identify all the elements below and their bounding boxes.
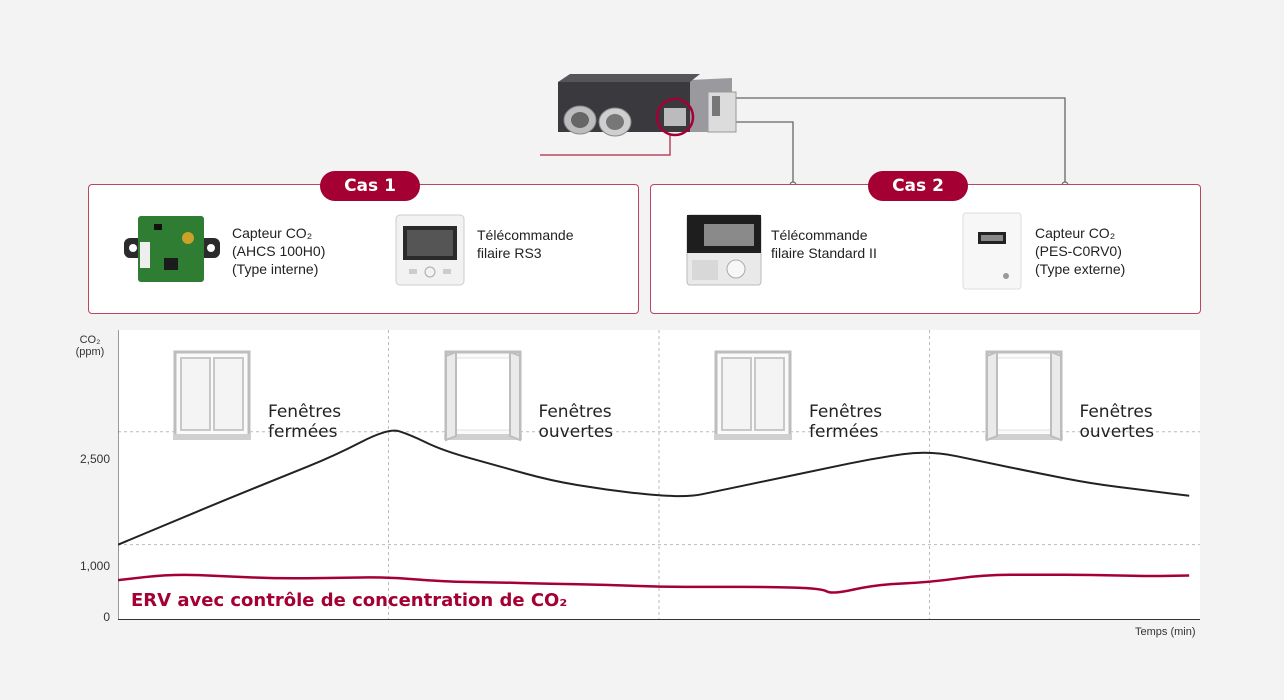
window-state-label-line: Fenêtres: [538, 402, 612, 422]
erv-co2-line: [118, 573, 1190, 594]
erv-unit-illustration: [540, 74, 1069, 189]
y-tick-label: 2,500: [79, 452, 110, 466]
case2-remote-label: Télécommande filaire Standard II: [771, 227, 877, 261]
open-window-icon: [984, 350, 1063, 442]
closed-window-icon: [173, 350, 251, 440]
baseline-co2-line: [118, 429, 1190, 546]
case1-remote-label: Télécommande filaire RS3: [477, 227, 574, 261]
co2-line-chart: [118, 330, 1200, 620]
x-axis-label: Temps (min): [1135, 626, 1196, 638]
co2-sensor-internal-icon: [124, 216, 220, 282]
case2-badge: Cas 2: [868, 171, 968, 201]
window-state-label-line: ouvertes: [538, 422, 614, 442]
wired-remote-standard-ii-icon: [686, 214, 762, 286]
y-axis-label: CO₂ (ppm): [75, 334, 105, 358]
window-state-label-line: fermées: [268, 422, 338, 442]
case2-sensor-connector-line: [735, 97, 1066, 184]
open-window-icon: [443, 350, 522, 442]
case1-connector-line: [540, 134, 671, 156]
case1-sensor-label: Capteur CO₂ (AHCS 100H0) (Type interne): [232, 225, 326, 277]
case2-remote-connector-line: [735, 121, 794, 184]
co2-sensor-external-icon: [962, 212, 1022, 290]
y-tick-label: 0: [103, 610, 110, 624]
erv-series-label: ERV avec contrôle de concentration de CO…: [131, 590, 568, 611]
window-state-label-line: Fenêtres: [1079, 402, 1153, 422]
case2-sensor-label: Capteur CO₂ (PES-C0RV0) (Type externe): [1035, 225, 1126, 277]
closed-window-icon: [714, 350, 792, 440]
wired-remote-rs3-icon: [395, 214, 465, 286]
window-state-label-line: Fenêtres: [268, 402, 342, 422]
case1-badge: Cas 1: [320, 171, 420, 201]
y-tick-label: 1,000: [79, 559, 110, 573]
window-state-label-line: fermées: [809, 422, 879, 442]
window-state-label-line: Fenêtres: [809, 402, 883, 422]
window-state-label-line: ouvertes: [1079, 422, 1155, 442]
